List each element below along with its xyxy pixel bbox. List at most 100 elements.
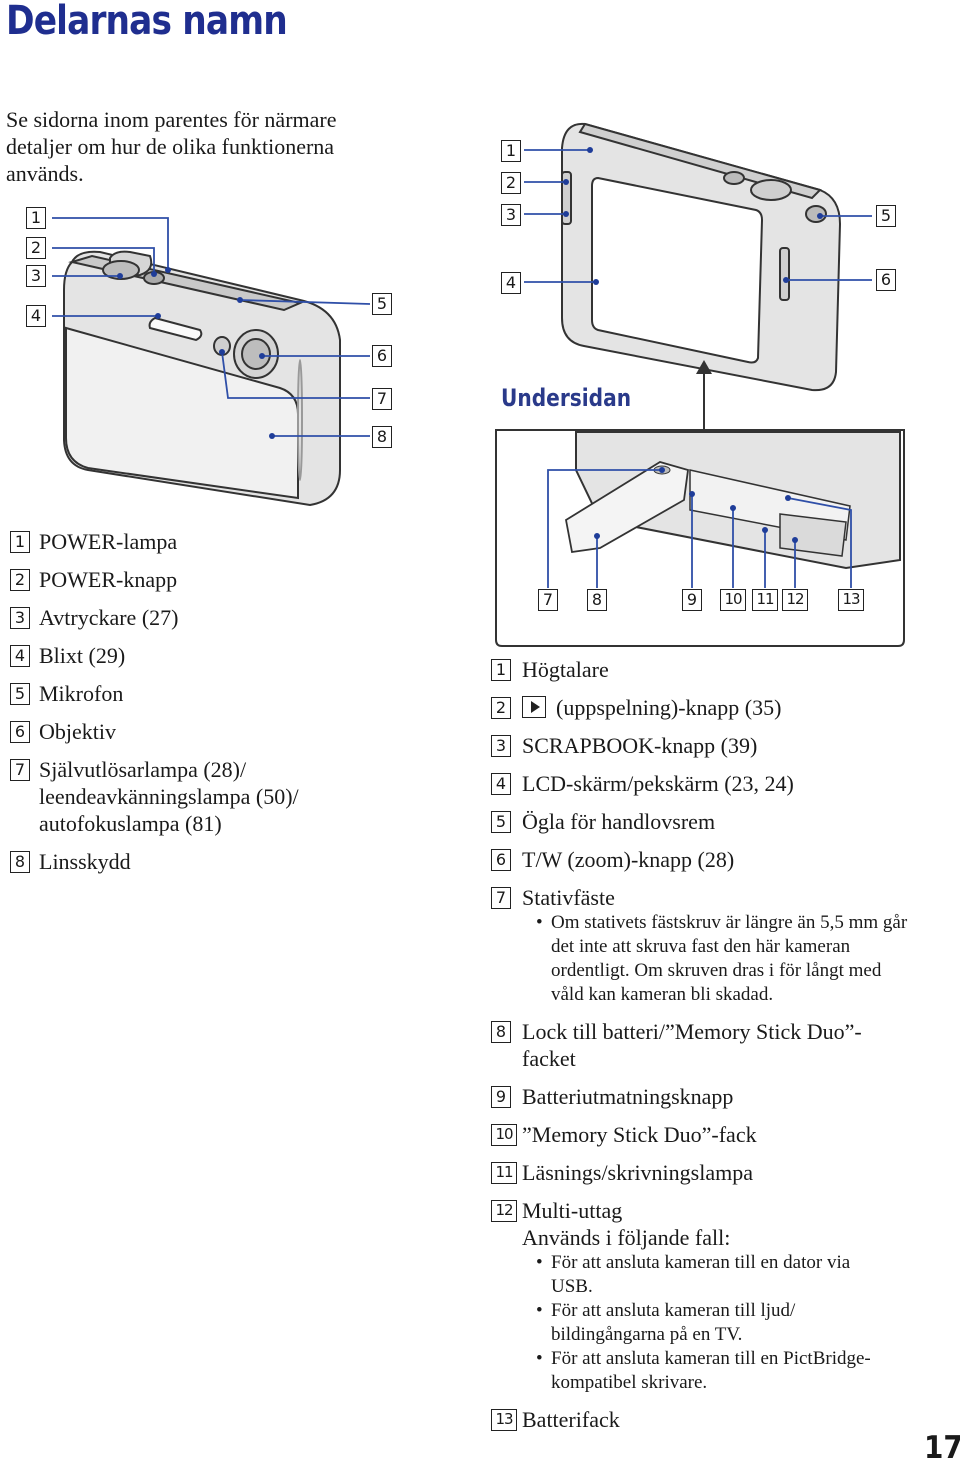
play-icon: [522, 696, 546, 718]
item-number: 7: [491, 887, 511, 909]
page-title: Delarnas namn: [6, 0, 288, 44]
list-item: 3 SCRAPBOOK-knapp (39): [491, 732, 911, 759]
front-callout-1: 1: [26, 207, 46, 229]
back-leaders: [524, 149, 872, 283]
item-text: Batteriutmatningsknapp: [522, 1084, 734, 1109]
list-item: 7 Stativfäste Om stativets fästskruv är …: [491, 884, 911, 1007]
front-leaders: [52, 217, 371, 437]
item-text: SCRAPBOOK-knapp (39): [522, 733, 758, 758]
bottom-leader-dots: [594, 467, 798, 543]
bullet-item: För att ansluta kameran till ljud/ bildi…: [536, 1299, 896, 1347]
item-text: Mikrofon: [39, 681, 124, 706]
item-number: 11: [491, 1162, 517, 1184]
list-item: 1 POWER-lampa: [10, 528, 390, 555]
list-item: 9 Batteriutmatningsknapp: [491, 1083, 911, 1110]
intro-text: Se sidorna inom parentes för närmare det…: [6, 107, 337, 186]
item-number: 8: [10, 851, 30, 873]
back-camera-drawing: [561, 122, 842, 392]
item-text: Självutlösarlampa (28)/ leendeavkännings…: [39, 757, 299, 836]
item-text: POWER-lampa: [39, 529, 178, 554]
front-leader-dots: [117, 267, 275, 439]
list-item: 4 Blixt (29): [10, 642, 390, 669]
list-item: 1 Högtalare: [491, 656, 911, 683]
bottom-callout-11: 11: [752, 589, 778, 611]
item-text: T/W (zoom)-knapp (28): [522, 847, 735, 872]
bullet-list: För att ansluta kameran till en dator vi…: [536, 1251, 896, 1395]
item-number: 12: [491, 1200, 517, 1222]
front-parts-list: 1 POWER-lampa 2 POWER-knapp 3 Avtryckare…: [10, 528, 390, 886]
item-number: 7: [10, 759, 30, 781]
front-callout-4: 4: [26, 305, 46, 327]
item-text: Avtryckare (27): [39, 605, 179, 630]
item-number: 5: [491, 811, 511, 833]
back-callout-1: 1: [501, 140, 521, 162]
item-number: 9: [491, 1086, 511, 1108]
item-number: 10: [491, 1124, 517, 1146]
bottom-view-panel: [495, 429, 905, 647]
item-number: 6: [491, 849, 511, 871]
back-callout-5: 5: [876, 205, 896, 227]
list-item: 2 (uppspelning)-knapp (35): [491, 694, 911, 721]
bottom-callout-9: 9: [682, 589, 702, 611]
item-number: 8: [491, 1021, 511, 1043]
bottom-callout-13: 13: [838, 589, 864, 611]
list-item: 6 T/W (zoom)-knapp (28): [491, 846, 911, 873]
item-text: Lock till batteri/”Memory Stick Duo”-fac…: [522, 1019, 862, 1071]
front-callout-7: 7: [372, 388, 392, 410]
list-item: 5 Mikrofon: [10, 680, 390, 707]
item-text: Högtalare: [522, 657, 609, 682]
item-text: Blixt (29): [39, 643, 126, 668]
list-item: 2 POWER-knapp: [10, 566, 390, 593]
item-text: Batterifack: [522, 1407, 620, 1432]
item-text: (uppspelning)-knapp (35): [522, 694, 911, 721]
bottom-leaders: [547, 469, 852, 588]
front-callout-8: 8: [372, 426, 392, 448]
item-subtext: Används i följande fall:: [522, 1225, 731, 1250]
item-text: Multi-uttag: [522, 1198, 623, 1223]
item-number: 13: [491, 1409, 517, 1431]
item-number: 1: [10, 531, 30, 553]
list-item: 13 Batterifack: [491, 1406, 911, 1433]
front-camera-drawing: [63, 250, 341, 507]
bottom-callout-10: 10: [720, 589, 746, 611]
list-item: 7 Självutlösarlampa (28)/ leendeavkännin…: [10, 756, 339, 837]
item-text: POWER-knapp: [39, 567, 178, 592]
bullet-item: Om stativets fästskruv är längre än 5,5 …: [536, 911, 908, 1007]
bullet-item: För att ansluta kameran till en dator vi…: [536, 1251, 896, 1299]
item-text: Objektiv: [39, 719, 116, 744]
undersidan-heading: Undersidan: [501, 384, 632, 412]
list-item: 11 Läsnings/skrivningslampa: [491, 1159, 911, 1186]
list-item: 8 Linsskydd: [10, 848, 390, 875]
back-parts-list: 1 Högtalare 2 (uppspelning)-knapp (35) 3…: [491, 656, 911, 1444]
item-number: 6: [10, 721, 30, 743]
item-text: ”Memory Stick Duo”-fack: [522, 1122, 757, 1147]
back-leader-dots: [563, 147, 823, 285]
list-item: 5 Ögla för handlovsrem: [491, 808, 911, 835]
item-number: 4: [491, 773, 511, 795]
list-item: 6 Objektiv: [10, 718, 390, 745]
item-number: 1: [491, 659, 511, 681]
front-callout-2: 2: [26, 237, 46, 259]
bottom-callout-7: 7: [538, 589, 558, 611]
bullet-list: Om stativets fästskruv är längre än 5,5 …: [536, 911, 908, 1007]
bullet-item: För att ansluta kameran till en PictBrid…: [536, 1347, 896, 1395]
back-callout-6: 6: [876, 269, 896, 291]
list-item: 10 ”Memory Stick Duo”-fack: [491, 1121, 911, 1148]
back-callout-2: 2: [501, 172, 521, 194]
item-text: Ögla för handlovsrem: [522, 809, 716, 834]
item-label: (uppspelning)-knapp (35): [556, 695, 782, 720]
item-number: 2: [491, 697, 511, 719]
item-number: 3: [10, 607, 30, 629]
bottom-callout-8: 8: [587, 589, 607, 611]
item-number: 4: [10, 645, 30, 667]
item-text: Stativfäste: [522, 885, 615, 910]
item-number: 3: [491, 735, 511, 757]
back-callout-4: 4: [501, 272, 521, 294]
bottom-callout-12: 12: [782, 589, 808, 611]
list-item: 3 Avtryckare (27): [10, 604, 390, 631]
back-callout-3: 3: [501, 204, 521, 226]
item-number: 2: [10, 569, 30, 591]
item-text: Läsnings/skrivningslampa: [522, 1160, 753, 1185]
list-item: 4 LCD-skärm/pekskärm (23, 24): [491, 770, 911, 797]
